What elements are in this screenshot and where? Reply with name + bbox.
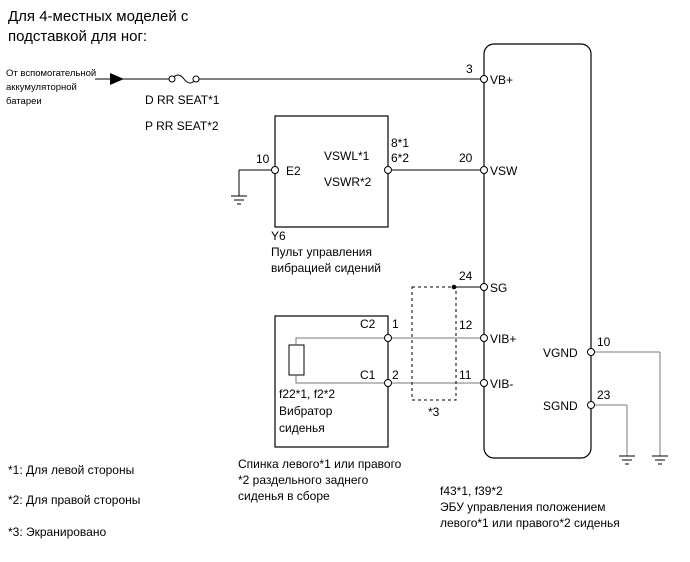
ground-icon-switch (231, 195, 247, 205)
ecu-pin-name: VGND (543, 346, 578, 360)
note-3: *3: Экранировано (8, 525, 106, 539)
vibrator-internal-wire-top (295, 337, 388, 345)
switch-pin-vswr: VSWR*2 (324, 175, 372, 189)
ecu-pin-vgnd: VGND 10 (543, 335, 611, 360)
ecu-pin-icon (480, 75, 488, 83)
ecu-pin-number: 20 (459, 151, 473, 165)
ecu-pin-name: VIB- (490, 377, 513, 391)
title-line-1: Для 4-местных моделей с (8, 8, 189, 25)
ecu-pin-icon (480, 334, 488, 342)
switch-pin-vswl: VSWL*1 (324, 149, 370, 163)
vibrator-motor-icon (288, 344, 305, 376)
vibrator-pin-c1: C1 (360, 368, 376, 382)
ecu-pin-vsw: 20 VSW (459, 151, 518, 178)
source-line-3: батареи (6, 96, 42, 107)
ecu-name-2: левого*1 или правого*2 сиденья (440, 516, 620, 530)
source-line-2: аккумуляторной (6, 82, 77, 93)
ecu-pin-icon (587, 348, 595, 356)
ecu-pin-number: 10 (597, 335, 611, 349)
switch-pin-e2: E2 (286, 164, 301, 178)
ecu-pin-number: 12 (459, 318, 473, 332)
fuse-label-1: D RR SEAT*1 (145, 93, 220, 107)
seatback-line-3: сиденья в сборе (238, 489, 330, 503)
ecu-pin-vib-minus: 11 VIB- (459, 368, 513, 391)
ecu-pin-number: 3 (466, 62, 473, 76)
vsw-pin-number-1: 8*1 (391, 136, 409, 150)
ecu-pin-name: SG (490, 281, 507, 295)
ecu-code: f43*1, f39*2 (440, 484, 503, 498)
fuse-terminal-left (168, 75, 176, 83)
vsw-pin-icon (384, 166, 392, 174)
ground-icon-sgnd (619, 455, 635, 465)
switch-box (274, 115, 389, 228)
vibrator-code: f22*1, f2*2 (279, 387, 335, 401)
vibrator-name-2: сиденья (279, 421, 325, 435)
ecu-pin-icon (587, 401, 595, 409)
vibrator-pin-c2: C2 (360, 317, 376, 331)
source-line-1: От вспомогательной (6, 68, 96, 79)
ecu-pin-number: 24 (459, 269, 473, 283)
vibrator-internal-wire-bottom (295, 375, 388, 384)
title-line-2: подставкой для ног: (8, 28, 147, 45)
ecu-name-1: ЭБУ управления положением (440, 500, 606, 514)
ecu-pin-name: VIB+ (490, 332, 516, 346)
fuse-icon (171, 74, 197, 84)
e2-pin-number: 10 (256, 152, 270, 166)
e2-pin-icon (271, 166, 279, 174)
ecu-pin-icon (480, 379, 488, 387)
shield-junction-icon (451, 284, 457, 290)
ecu-pin-number: 23 (597, 388, 611, 402)
ecu-pin-sg: 24 SG (459, 269, 507, 295)
ecu-box (483, 43, 592, 459)
c1-pin-number: 2 (392, 368, 399, 382)
ecu-pin-vb-plus: 3 VB+ (466, 62, 513, 87)
seatback-line-1: Спинка левого*1 или правого (238, 457, 402, 471)
note-2: *2: Для правой стороны (8, 493, 140, 507)
ecu-pin-icon (480, 283, 488, 291)
note-1: *1: Для левой стороны (8, 463, 134, 477)
ground-icon-vgnd (652, 455, 668, 465)
c1-pin-icon (384, 379, 392, 387)
seatback-line-2: *2 раздельного заднего (238, 473, 369, 487)
ecu-pin-name: VB+ (490, 73, 513, 87)
ecu-pin-name: SGND (543, 399, 578, 413)
ecu-pin-number: 11 (459, 368, 472, 382)
ecu-pin-icon (480, 166, 488, 174)
vsw-pin-number-2: 6*2 (391, 151, 409, 165)
shield-label: *3 (428, 405, 440, 419)
vibrator-name-1: Вибратор (279, 404, 333, 418)
ecu-pin-vib-plus: 12 VIB+ (459, 318, 516, 346)
switch-code: Y6 (271, 229, 286, 243)
switch-name-2: вибрацией сидений (271, 261, 381, 275)
c2-pin-number: 1 (392, 317, 399, 331)
ecu-pin-sgnd: SGND 23 (543, 388, 611, 413)
fuse-label-2: P RR SEAT*2 (145, 119, 219, 133)
ecu-pin-name: VSW (490, 164, 518, 178)
switch-name-1: Пульт управления (271, 245, 372, 259)
fuse-terminal-right (192, 75, 200, 83)
c2-pin-icon (384, 334, 392, 342)
